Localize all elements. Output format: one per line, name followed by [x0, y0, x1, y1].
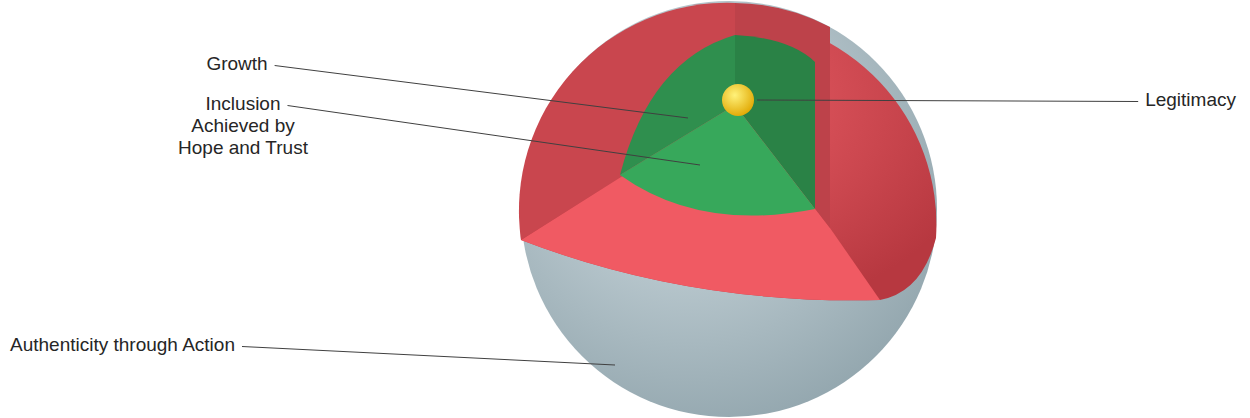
leader-line [757, 100, 1138, 102]
leader-line [275, 66, 688, 119]
green-floor-cut [620, 105, 815, 216]
callout-label: Authenticity through Action [10, 334, 235, 356]
callout-label: Legitimacy [1145, 89, 1236, 111]
yellow-core [722, 84, 754, 116]
callout-label: Inclusion Achieved by Hope and Trust [168, 93, 318, 159]
leader-line [242, 347, 615, 366]
callout-label: Growth [206, 53, 267, 75]
leader-line [288, 106, 701, 166]
